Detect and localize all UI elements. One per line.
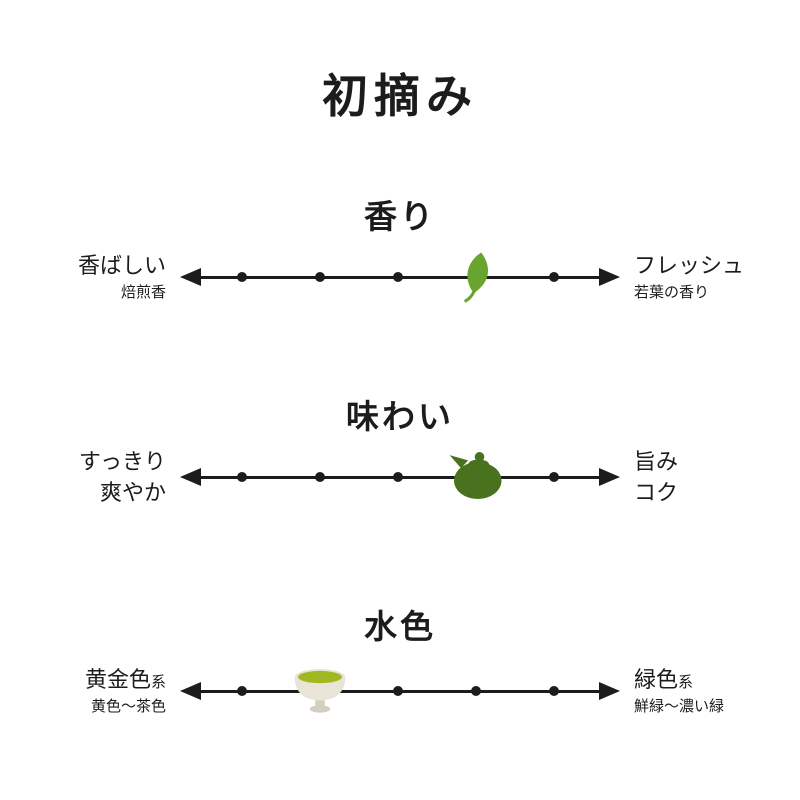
scale-tick-dot xyxy=(392,686,403,696)
taste-right-arrow-icon xyxy=(599,468,620,486)
aroma-left-labels: 香ばしい 焙煎香 xyxy=(8,251,180,303)
scale-tick-dot xyxy=(392,472,403,482)
taste-scale-line xyxy=(180,429,620,525)
liquor-color-right-label-suffix: 系 xyxy=(678,674,694,692)
liquor-color-left-arrow-icon xyxy=(180,682,201,700)
aroma-left-sublabel: 焙煎香 xyxy=(120,284,166,302)
page-title: 初摘み xyxy=(322,71,478,122)
taste-left-arrow-icon xyxy=(180,468,201,486)
taste-right-label: 旨み xyxy=(634,449,679,475)
aroma-right-sublabel: 若葉の香り xyxy=(634,284,710,302)
scale-tick-dot xyxy=(470,686,481,696)
liquor-color-left-label-suffix: 系 xyxy=(150,674,166,692)
liquor-color-left-sublabel: 黄色〜茶色 xyxy=(90,698,166,716)
taste-left-labels: すっきり 爽やか xyxy=(8,447,180,506)
liquor-color-right-label-main: 緑色 xyxy=(634,667,679,693)
taste-scale-row: すっきり 爽やか 旨み コク xyxy=(0,429,800,525)
liquor-color-scale-line xyxy=(180,643,620,739)
liquor-color-right-label: 緑色系 xyxy=(634,665,792,694)
scale-tick-dot xyxy=(549,686,559,696)
liquor-color-right-labels: 緑色系 鮮緑〜濃い緑 xyxy=(620,665,792,717)
liquor-color-left-label-main: 黄金色 xyxy=(84,667,151,693)
scale-tick-dot xyxy=(549,272,559,282)
aroma-right-arrow-icon xyxy=(599,268,620,286)
scale-tick-dot xyxy=(236,272,247,282)
liquor-color-heading: 水色 xyxy=(364,610,436,646)
liquor-color-right-arrow-icon xyxy=(599,682,620,700)
teapot-icon xyxy=(447,449,505,500)
taste-heading: 味わい xyxy=(346,400,454,436)
aroma-scale-row: 香ばしい 焙煎香 フレッシュ 若葉の香り xyxy=(0,229,800,325)
taste-left-label-2: 爽やか xyxy=(99,479,166,505)
liquor-color-left-labels: 黄金色系 黄色〜茶色 xyxy=(8,665,180,717)
leaf-icon xyxy=(453,248,498,307)
scale-tick-dot xyxy=(236,472,247,482)
liquor-color-right-sublabel: 鮮緑〜濃い緑 xyxy=(634,698,725,716)
taste-left-label: すっきり xyxy=(78,449,166,475)
scale-tick-dot xyxy=(314,272,325,282)
aroma-right-label: フレッシュ xyxy=(634,253,745,279)
aroma-left-arrow-icon xyxy=(180,268,201,286)
teacup-icon xyxy=(290,667,350,718)
scale-tick-dot xyxy=(549,472,559,482)
aroma-left-label: 香ばしい xyxy=(77,253,166,279)
liquor-color-scale-row: 黄金色系 黄色〜茶色 緑色系 鮮緑〜濃い緑 xyxy=(0,643,800,739)
taste-right-label-2: コク xyxy=(634,479,679,505)
liquor-color-left-label: 黄金色系 xyxy=(8,665,166,694)
scale-tick-dot xyxy=(236,686,247,696)
scale-tick-dot xyxy=(314,472,325,482)
aroma-heading: 香り xyxy=(364,200,436,236)
taste-right-labels: 旨み コク xyxy=(620,447,792,506)
aroma-right-labels: フレッシュ 若葉の香り xyxy=(620,251,792,303)
aroma-scale-line xyxy=(180,229,620,325)
scale-tick-dot xyxy=(392,272,403,282)
